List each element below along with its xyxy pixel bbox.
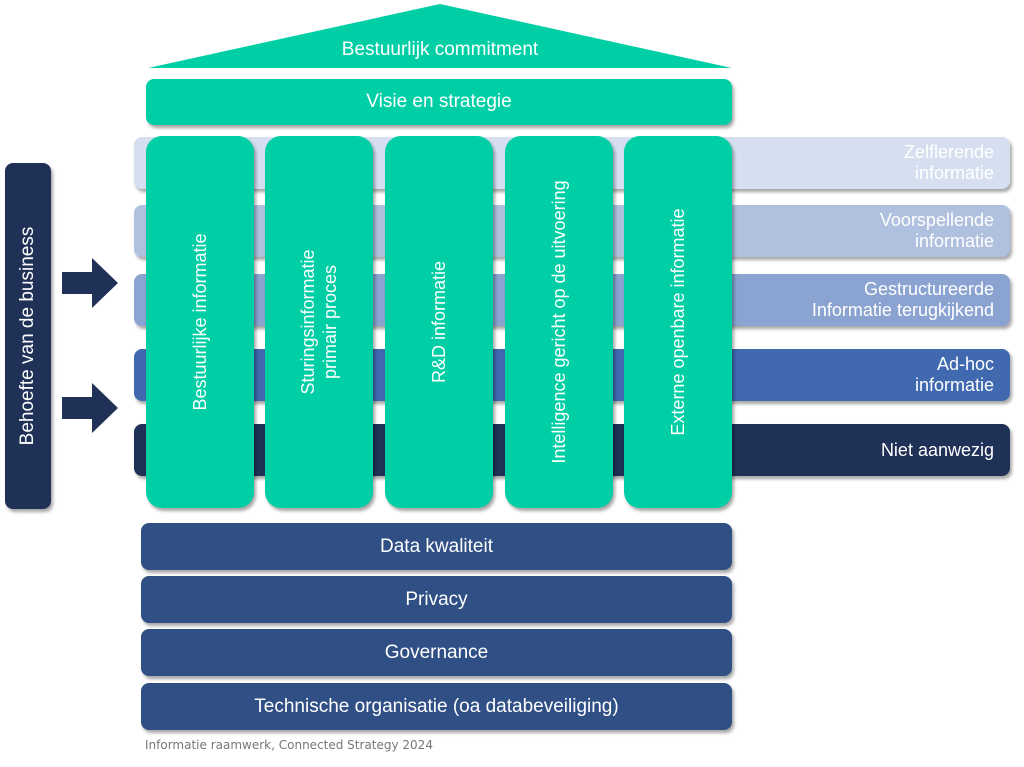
business-needs-bar: Behoefte van de business — [5, 163, 51, 509]
foundation-privacy: Privacy — [141, 576, 732, 623]
pillar-steering-info: Sturingsinformatie primair proces — [265, 136, 373, 508]
level-label: Niet aanwezig — [880, 439, 994, 460]
pillar-label: R&D informatie — [429, 260, 449, 384]
pillar-label: Intelligence gericht op de uitvoering — [549, 180, 569, 464]
arrow-right-icon — [62, 383, 118, 433]
vision-strategy-bar: Visie en strategie — [146, 79, 732, 125]
foundation-data-quality: Data kwaliteit — [141, 523, 732, 570]
roof-label: Bestuurlijk commitment — [341, 39, 539, 60]
level-label: Voorspellende informatie — [879, 210, 994, 251]
arrow-right-icon — [62, 258, 118, 308]
level-label: Ad-hoc informatie — [914, 354, 994, 395]
pillar-label: Sturingsinformatie primair proces — [298, 249, 340, 395]
business-needs-label: Behoefte van de business — [17, 226, 38, 446]
roof-triangle — [148, 4, 732, 68]
foundation-technical: Technische organisatie (oa databeveiligi… — [141, 683, 732, 730]
pillar-rd-info: R&D informatie — [385, 136, 493, 508]
pillar-label: Externe openbare informatie — [668, 208, 688, 436]
level-label: Gestructureerde Informatie terugkijkend — [811, 279, 994, 320]
level-label: Zelflerende informatie — [903, 142, 994, 183]
pillar-governance-info: Bestuurlijke informatie — [146, 136, 254, 508]
caption: Informatie raamwerk, Connected Strategy … — [145, 738, 433, 752]
pillar-external-info: Externe openbare informatie — [624, 136, 732, 508]
pillar-intelligence: Intelligence gericht op de uitvoering — [505, 136, 613, 508]
pillar-label: Bestuurlijke informatie — [190, 233, 210, 411]
foundation-governance: Governance — [141, 629, 732, 676]
